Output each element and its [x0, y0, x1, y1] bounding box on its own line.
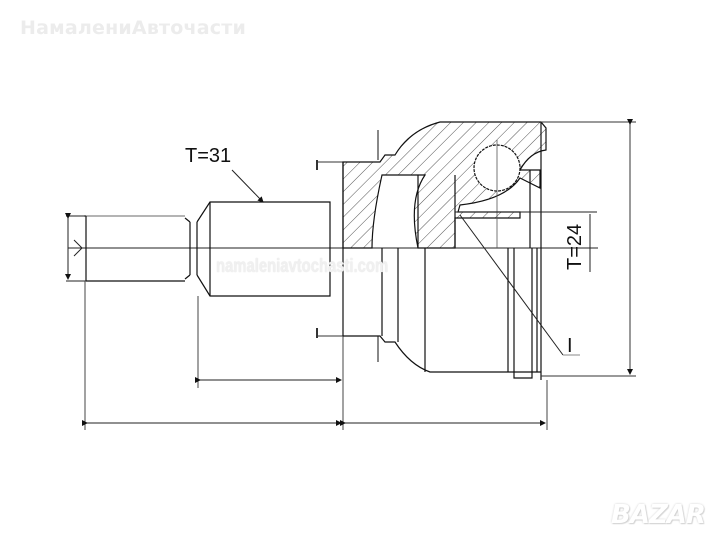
threaded-end — [84, 201, 331, 297]
length-dims — [82, 377, 546, 426]
watermark-url: namaleniavtochasti.com — [216, 256, 389, 277]
thread-diameter-dim — [65, 213, 86, 282]
outer-housing-section — [342, 121, 547, 249]
outer-housing-outline — [342, 122, 542, 380]
t24-dim — [455, 211, 597, 356]
label-inner-marker: I — [567, 335, 573, 357]
outer-diameter-dim — [541, 119, 636, 377]
label-t31: T=31 — [185, 145, 231, 167]
label-t24: T=24 — [564, 224, 586, 270]
t31-leader — [231, 169, 264, 203]
watermark-top: НамалениАвточасти — [20, 17, 246, 39]
bazar-logo: BAZAR — [611, 500, 706, 530]
